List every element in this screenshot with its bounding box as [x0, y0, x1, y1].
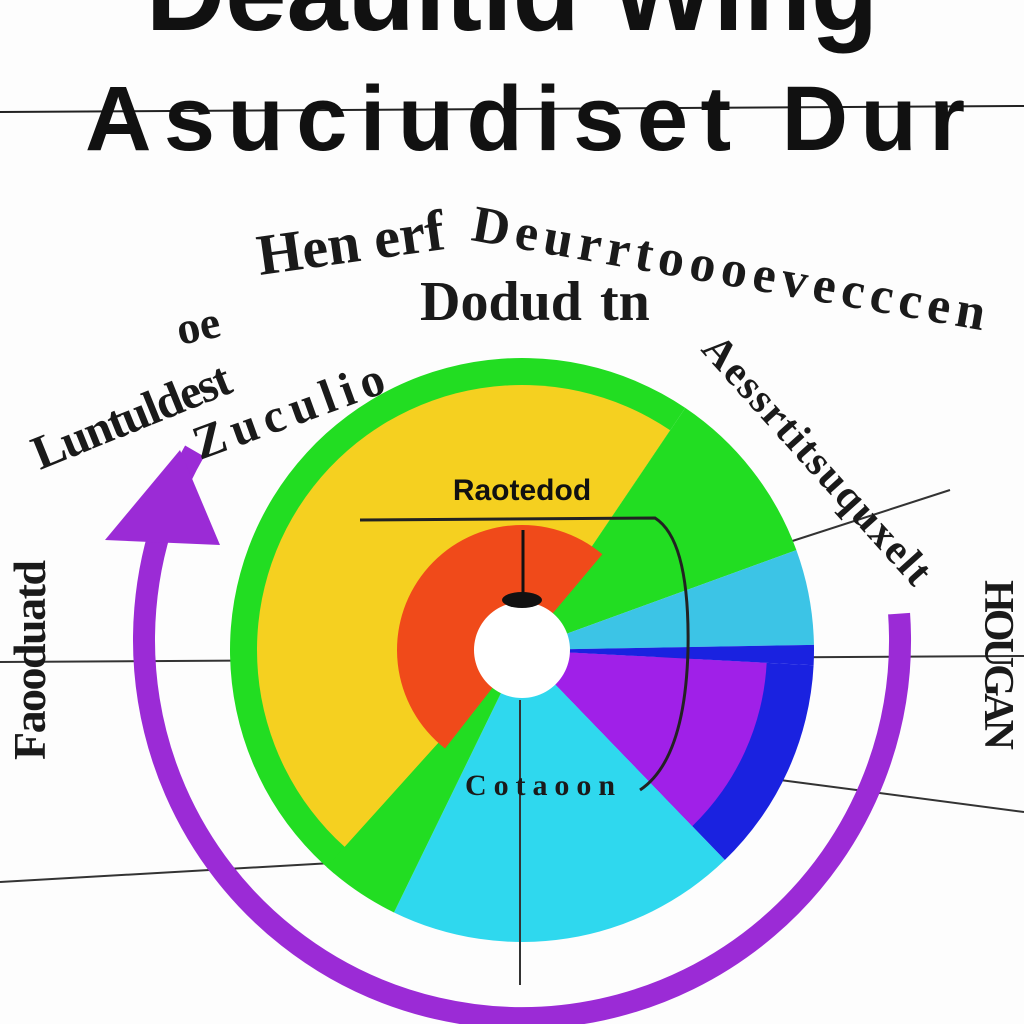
- inner-outline: [359, 516, 690, 792]
- label-arc-mid-3: tn: [600, 271, 650, 333]
- slice-green-upper-right: [522, 407, 797, 650]
- label-arc-mid-1: oe: [171, 296, 224, 355]
- pointer-hub: [502, 592, 542, 608]
- guide-line-upper-right: [779, 489, 951, 546]
- slice-purple: [522, 650, 767, 827]
- slice-green-lower-left: [326, 650, 522, 913]
- label-left-vertical: Faooduatd: [4, 560, 55, 760]
- guide-line-bottom-right: [779, 779, 1024, 813]
- cycle-arrow-ring: [133, 445, 911, 1024]
- slice-cyan: [393, 650, 725, 942]
- label-center-top: Raotedod: [453, 474, 591, 507]
- label-arc-mid-2: Dodud: [420, 271, 582, 333]
- title-line-2: Asuciudiset Dur: [85, 68, 965, 170]
- slice-blue-band: [522, 644, 814, 666]
- slice-light-blue: [522, 550, 814, 650]
- pie-slices: [230, 358, 814, 942]
- title-line-1: Deauitid Wing: [146, 0, 878, 54]
- arrow-head-icon: [105, 450, 220, 545]
- label-right-vertical: HOUGAN: [975, 580, 1021, 750]
- center-hole: [473, 602, 570, 698]
- guide-line-top: [0, 105, 1024, 113]
